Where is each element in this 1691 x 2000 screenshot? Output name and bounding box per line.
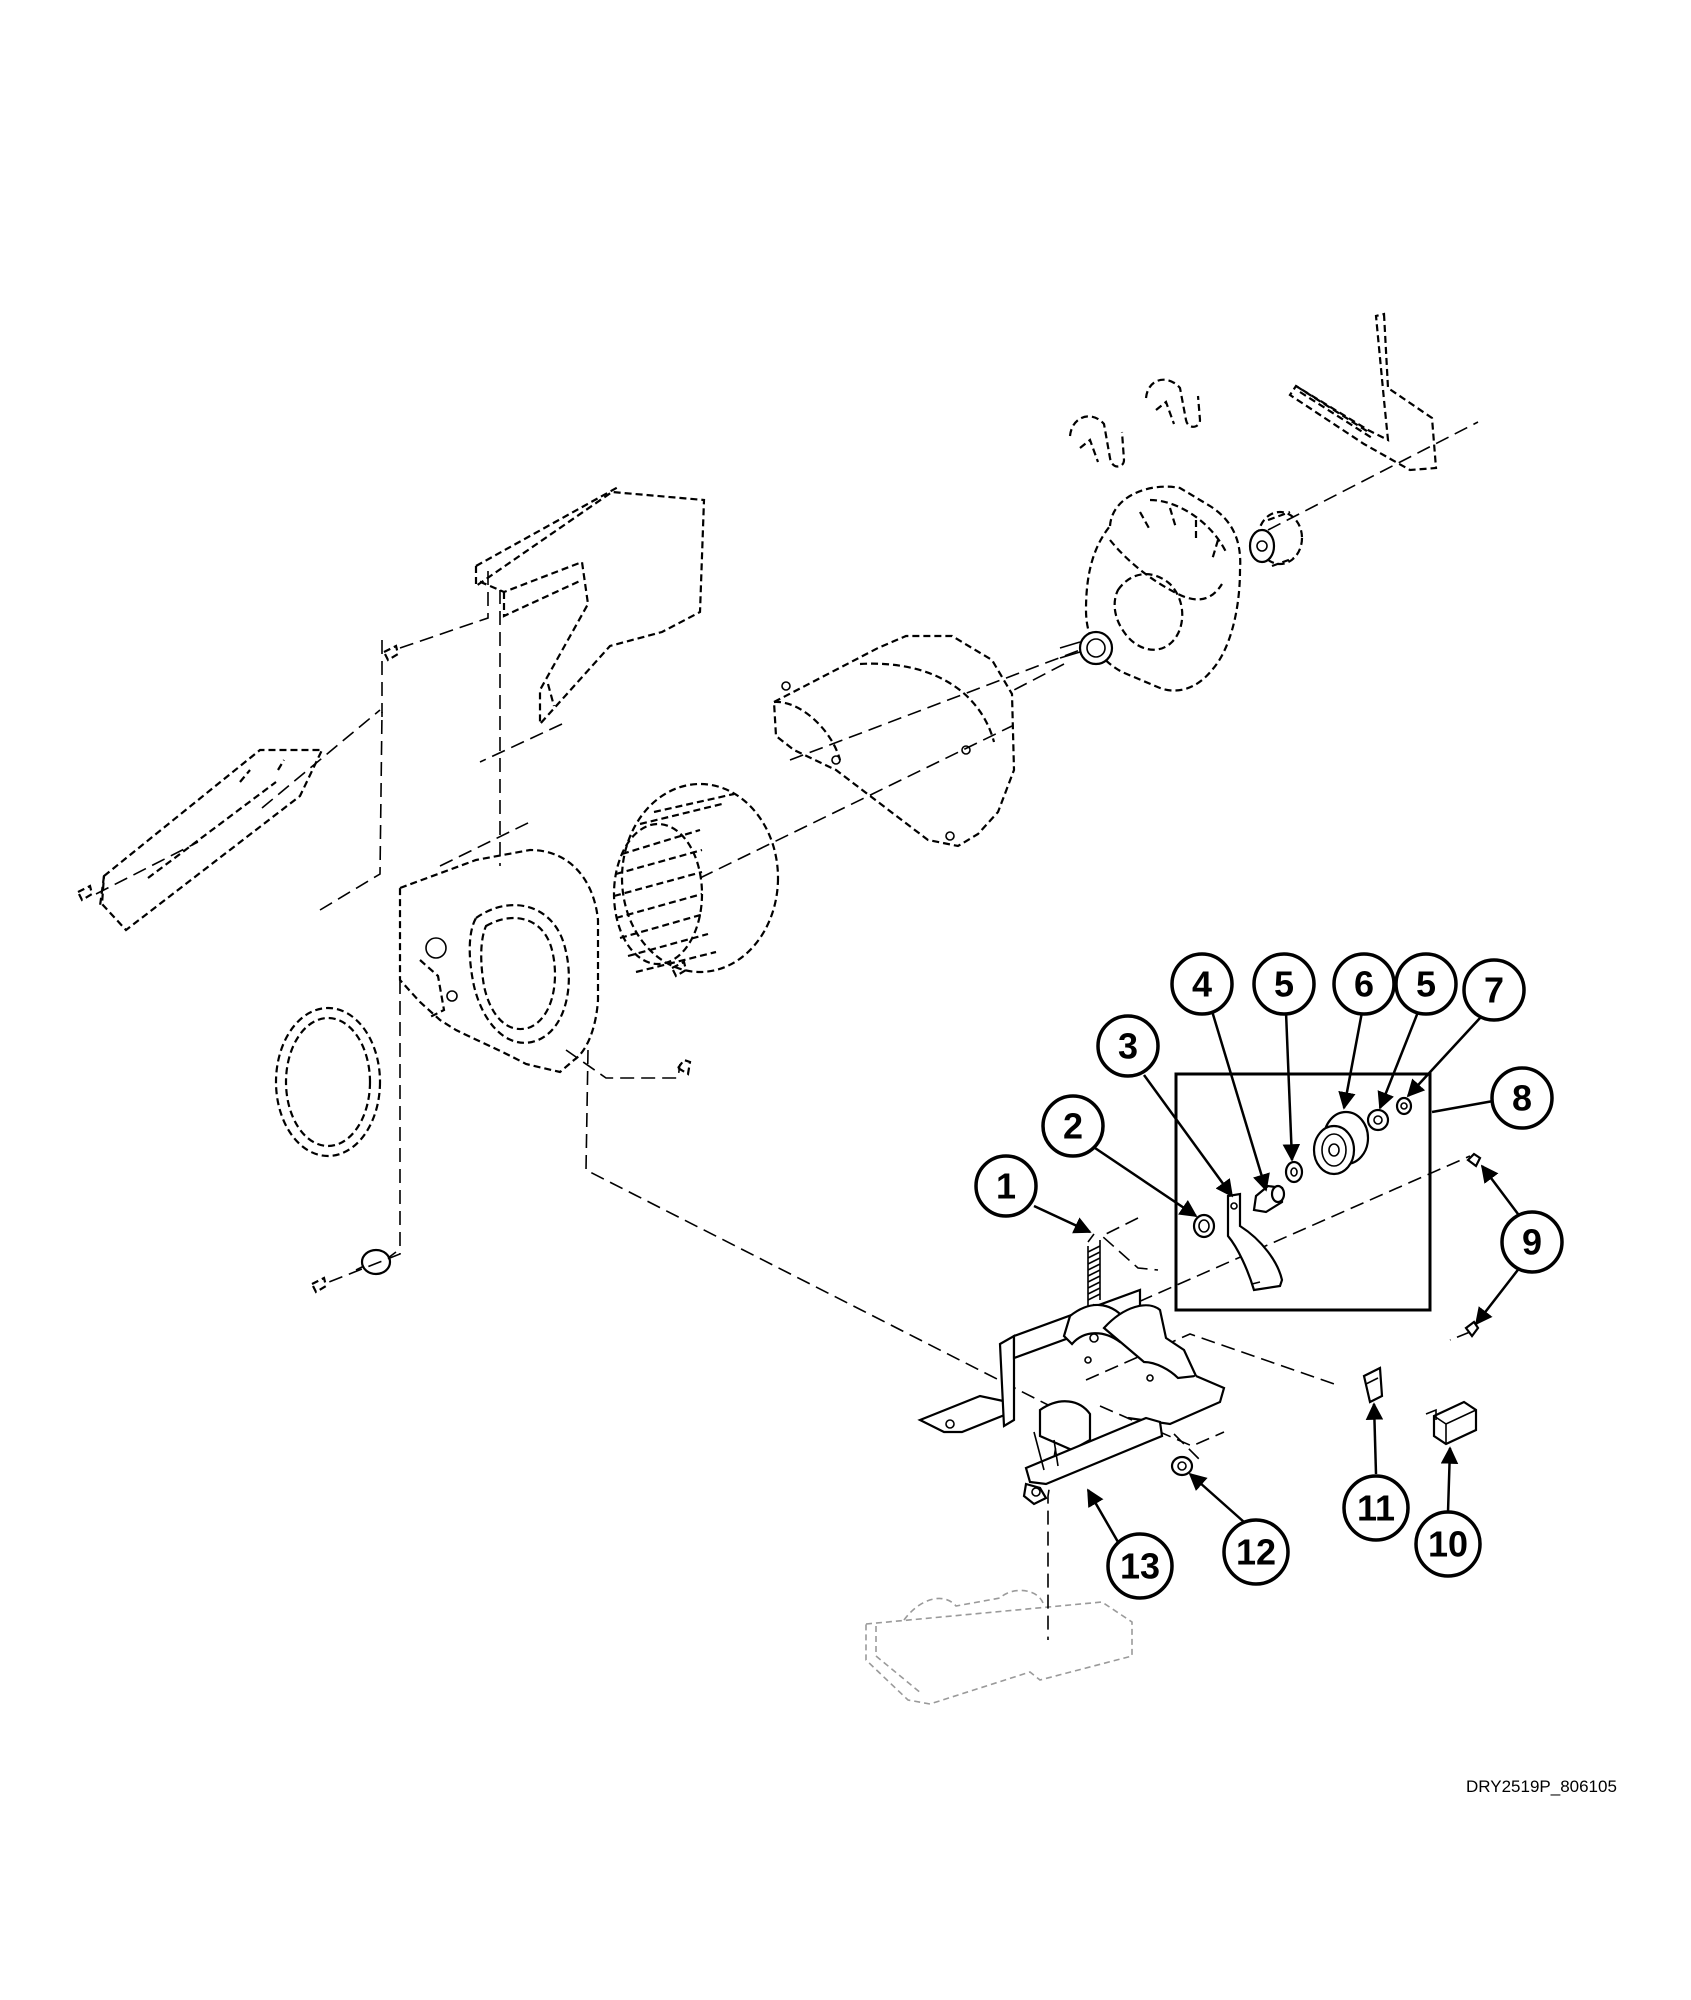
retaining-ring — [1395, 1096, 1413, 1116]
blower-cover-ghost — [474, 485, 706, 727]
thermostat-bracket-ghost — [355, 1248, 397, 1276]
svg-text:8: 8 — [1512, 1078, 1532, 1119]
callout-5a: 5 — [1252, 952, 1316, 1016]
callout-11: 11 — [1342, 1474, 1410, 1542]
svg-text:2: 2 — [1063, 1106, 1083, 1147]
lint-duct-ghost — [98, 748, 324, 932]
motor-clamp-right-ghost — [1144, 378, 1202, 428]
motor-pulley-ghost — [1248, 510, 1304, 568]
svg-text:3: 3 — [1118, 1026, 1138, 1067]
gasket-ring-ghost — [274, 1006, 382, 1158]
svg-text:4: 4 — [1192, 964, 1212, 1005]
idler-nut — [1192, 1213, 1216, 1239]
screw — [1464, 1320, 1480, 1338]
blower-housing-ghost — [398, 848, 600, 1074]
blower-wheel-ghost — [612, 782, 780, 974]
callout-8: 8 — [1490, 1066, 1554, 1130]
callout-12: 12 — [1222, 1518, 1290, 1586]
base-pan-ghost — [865, 1589, 1133, 1705]
svg-text:7: 7 — [1484, 970, 1504, 1011]
motor-mount-bracket — [917, 1288, 1226, 1506]
callout-6: 6 — [1332, 952, 1396, 1016]
callout-1: 1 — [974, 1154, 1038, 1218]
callout-13: 13 — [1106, 1532, 1174, 1600]
svg-text:12: 12 — [1236, 1532, 1276, 1573]
screw — [1466, 1152, 1482, 1168]
svg-text:9: 9 — [1522, 1222, 1542, 1263]
screw-ghost — [76, 644, 692, 1294]
hex-nut — [1170, 1455, 1194, 1477]
blower-housing-rear-ghost — [772, 634, 1016, 848]
svg-text:6: 6 — [1354, 964, 1374, 1005]
idler-arm — [1226, 1192, 1284, 1292]
switch-bracket — [1362, 1366, 1384, 1404]
callout-7: 7 — [1462, 958, 1526, 1022]
svg-text:1: 1 — [996, 1166, 1016, 1207]
idler-shaft — [1252, 1184, 1286, 1214]
svg-text:10: 10 — [1428, 1524, 1468, 1565]
svg-text:5: 5 — [1274, 964, 1294, 1005]
washer — [1284, 1160, 1304, 1184]
washer — [1366, 1108, 1390, 1132]
idler-pulley — [1312, 1110, 1370, 1176]
svg-text:11: 11 — [1357, 1488, 1395, 1529]
callout-10: 10 — [1414, 1510, 1482, 1578]
callout-9: 9 — [1500, 1210, 1564, 1274]
callout-3: 3 — [1096, 1014, 1160, 1078]
drive-motor-ghost — [1059, 485, 1242, 692]
drawing-code-label: DRY2519P_806105 — [1466, 1777, 1617, 1796]
callout-4: 4 — [1170, 952, 1234, 1016]
motor-clamp-left-ghost — [1068, 415, 1126, 468]
drive-belt-ghost — [1288, 312, 1438, 472]
svg-text:5: 5 — [1416, 964, 1436, 1005]
callout-2: 2 — [1041, 1094, 1105, 1158]
subassembly-frame — [1174, 1072, 1432, 1312]
svg-text:13: 13 — [1120, 1546, 1160, 1587]
idler-switch — [1425, 1400, 1478, 1446]
callout-5b: 5 — [1394, 952, 1458, 1016]
